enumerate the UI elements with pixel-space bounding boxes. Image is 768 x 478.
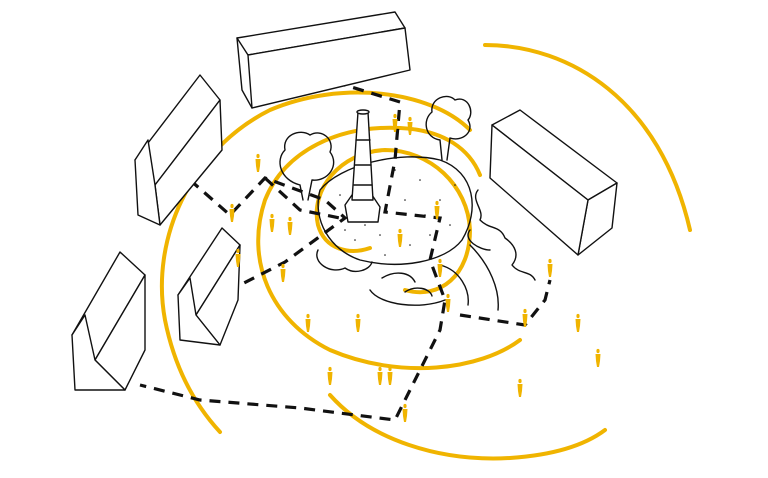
dashed-paths bbox=[139, 80, 552, 422]
chimney bbox=[344, 109, 381, 223]
person-figure bbox=[280, 263, 286, 282]
dashed-path-mid bbox=[263, 176, 341, 220]
person-figure bbox=[255, 153, 261, 172]
person-figure bbox=[407, 116, 413, 135]
person-figure bbox=[522, 308, 528, 327]
person-figure bbox=[402, 403, 408, 422]
tree-top bbox=[425, 95, 472, 161]
person-figure bbox=[595, 348, 601, 367]
person-figure bbox=[397, 228, 403, 247]
house-left-1 bbox=[134, 74, 223, 226]
walkway-curve bbox=[369, 244, 499, 311]
person-figure bbox=[287, 216, 293, 235]
person-figure bbox=[392, 113, 398, 132]
person-figure bbox=[387, 366, 393, 385]
person-figure bbox=[229, 203, 235, 222]
tree-left bbox=[279, 131, 335, 201]
dashed-path-left bbox=[188, 176, 348, 287]
person-figure bbox=[434, 200, 440, 219]
dashed-path-right bbox=[459, 279, 552, 327]
building-right bbox=[489, 109, 618, 256]
person-figure bbox=[269, 213, 275, 232]
people bbox=[229, 113, 601, 422]
bench bbox=[381, 272, 433, 297]
person-figure bbox=[355, 313, 361, 332]
person-figure bbox=[437, 258, 443, 277]
bushes-left bbox=[316, 249, 373, 272]
person-figure bbox=[547, 258, 553, 277]
bushes-right bbox=[467, 189, 536, 281]
inner-spiral bbox=[314, 147, 473, 295]
person-figure bbox=[517, 378, 523, 397]
house-left-3 bbox=[71, 251, 146, 391]
person-figure bbox=[305, 313, 311, 332]
dashed-path-top bbox=[139, 80, 447, 422]
yellow-spiral-paths bbox=[159, 43, 692, 461]
bottom-arc bbox=[328, 393, 607, 461]
person-figure bbox=[327, 366, 333, 385]
plaza bbox=[317, 156, 473, 265]
house-left-2 bbox=[177, 227, 241, 346]
building-top bbox=[236, 11, 411, 109]
person-figure bbox=[235, 248, 241, 267]
person-figure bbox=[445, 293, 451, 312]
person-figure bbox=[377, 366, 383, 385]
middle-arc bbox=[256, 125, 522, 371]
person-figure bbox=[575, 313, 581, 332]
trees bbox=[279, 95, 536, 311]
outer-arc-right bbox=[483, 43, 692, 232]
